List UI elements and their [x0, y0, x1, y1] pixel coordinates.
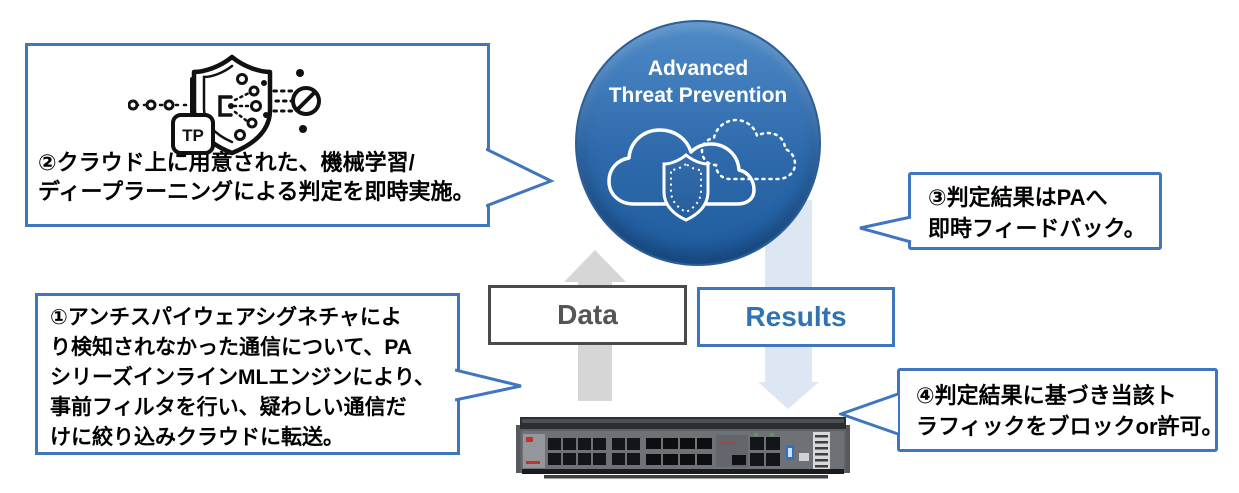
step4-line-2: ラフィックをブロックor許可。: [916, 414, 1224, 439]
callout-step1: ①アンチスパイウェアシグネチャによ り検知されなかった通信について、PA シリー…: [35, 293, 460, 455]
data-label: Data: [557, 299, 618, 330]
data-label-box: Data: [488, 285, 687, 345]
title-line-1: Advanced: [647, 57, 749, 80]
step3-line-1: ③判定結果はPAへ: [928, 185, 1108, 210]
step3-line-2: 即時フィードバック。: [928, 216, 1146, 241]
cloud-service-circle: [575, 20, 821, 266]
results-label: Results: [745, 301, 847, 332]
callout-step2-tail: [486, 147, 555, 208]
results-label-box: Results: [697, 287, 895, 347]
callout-step3: ③判定結果はPAへ 即時フィードバック。: [908, 172, 1162, 250]
callout-step3-tail: [859, 215, 912, 244]
step4-line-1: ④判定結果に基づき当該ト: [916, 383, 1177, 408]
title-line-2: Threat Prevention: [608, 84, 788, 107]
callout-step4-tail: [839, 392, 899, 436]
step1-line-1: ①アンチスパイウェアシグネチャによ: [50, 306, 402, 329]
threat-prevention-ml-icon: TP: [128, 54, 321, 156]
firewall-appliance: [516, 417, 850, 479]
step2-line-1: ②クラウド上に用意された、機械学習/: [38, 150, 415, 175]
cloud-service-title: Advanced Threat Prevention: [575, 55, 821, 109]
tp-badge-label: TP: [182, 126, 204, 145]
step1-line-3: シリーズインラインMLエンジンにより、: [50, 366, 436, 389]
callout-step2: ②クラウド上に用意された、機械学習/ ディープラーニングによる判定を即時実施。: [25, 43, 490, 227]
callout-step1-tail: [455, 368, 522, 402]
cloud-shield-icon: [607, 118, 797, 222]
step1-line-5: けに絞り込みクラウドに転送。: [50, 426, 344, 449]
step1-line-2: り検知されなかった通信について、PA: [50, 336, 412, 359]
step2-line-2: ディープラーニングによる判定を即時実施。: [38, 179, 475, 204]
step1-line-4: 事前フィルタを行い、疑わしい通信だ: [50, 396, 407, 419]
callout-step4: ④判定結果に基づき当該ト ラフィックをブロックor許可。: [897, 368, 1224, 452]
